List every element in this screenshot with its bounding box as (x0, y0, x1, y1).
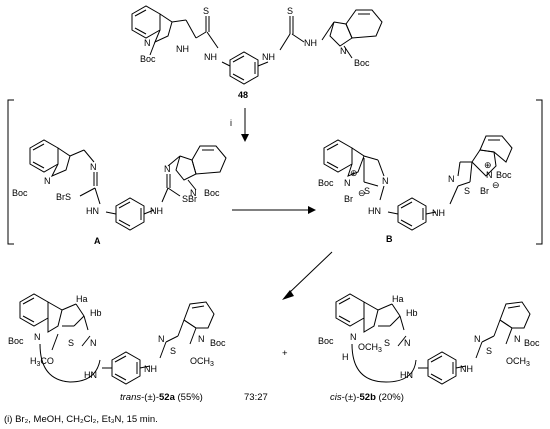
cis-s-left: S (384, 338, 390, 348)
compound-48-nh-4: NH (304, 38, 317, 48)
trans-s-left: S (68, 338, 74, 348)
cis-boc-right: Boc (524, 338, 540, 348)
trans-hn: HN (84, 370, 97, 380)
compound-48-s-right: S (287, 6, 293, 16)
compound-48-boc-right: Boc (354, 58, 370, 68)
intermediate-a-brs: BrS (56, 192, 71, 202)
intermediate-b-nh: NH (432, 208, 445, 218)
intermediate-a-nh: NH (150, 206, 163, 216)
left-bracket (7, 99, 14, 245)
intermediate-a-n-right: N (164, 164, 171, 174)
step-i-marker: i (230, 118, 232, 128)
compound-48-structure (131, 5, 383, 85)
cis-boc-left: Boc (318, 336, 334, 346)
cis-n-thiazoline-right: N (474, 334, 481, 344)
intermediate-b-br-right: Br (480, 186, 489, 196)
cis-n-left: N (350, 332, 357, 342)
intermediate-a-boc-left: Boc (12, 188, 28, 198)
intermediate-b-n-left: N (344, 178, 351, 188)
trans-nh: NH (144, 364, 157, 374)
intermediate-b-structure (323, 135, 513, 231)
cis-n-thiazoline-left: N (404, 338, 411, 348)
intermediate-a-sbr: SBr (182, 194, 197, 204)
compound-48-n-left: N (144, 38, 151, 48)
intermediate-b-anion-left: ⊖ (358, 188, 366, 198)
intermediate-a-boc-right: Boc (204, 188, 220, 198)
intermediate-b-n-thiazoline-right: N (448, 174, 455, 184)
intermediate-b-hn: HN (368, 206, 381, 216)
plus-sign: + (282, 348, 288, 359)
trans-52a-caption: trans-(±)-52a (55%) (120, 392, 203, 403)
intermediate-b-boc-left: Boc (318, 178, 334, 188)
cis-52b-structure (335, 293, 531, 385)
cis-n-right: N (514, 334, 521, 344)
intermediate-b-n-right: N (486, 170, 493, 180)
compound-48-nh-2: NH (204, 52, 217, 62)
trans-och3: OCH3 (190, 356, 214, 368)
intermediate-a-n-indole-left: N (44, 176, 51, 186)
trans-n-left: N (34, 332, 41, 342)
trans-h3co: H3CO (30, 356, 54, 368)
cis-52b-caption: cis-(±)-52b (20%) (330, 392, 404, 403)
trans-boc-left: Boc (8, 336, 24, 346)
intermediate-b-label: B (386, 234, 393, 244)
trans-s-right: S (170, 346, 176, 356)
step-i-arrowhead (241, 134, 249, 142)
cis-hn: HN (400, 370, 413, 380)
product-ratio: 73:27 (244, 392, 268, 403)
intermediate-a-hn: HN (86, 206, 99, 216)
intermediate-b-s-left: S (364, 186, 370, 196)
intermediate-b-anion-right: ⊖ (492, 180, 500, 190)
compound-48-label: 48 (238, 90, 248, 100)
trans-hb: Hb (90, 308, 102, 318)
cis-ha: Ha (392, 294, 404, 304)
trans-ha: Ha (76, 294, 88, 304)
intermediate-b-charge-right: ⊕ (484, 160, 492, 170)
cis-och3-right: OCH3 (506, 356, 530, 368)
cis-s-right: S (486, 346, 492, 356)
intermediate-a-label: A (94, 236, 101, 246)
trans-n-thiazoline-right: N (158, 334, 165, 344)
cis-hb: Hb (406, 308, 418, 318)
trans-boc-right: Boc (210, 338, 226, 348)
intermediate-a-n-left: N (90, 162, 97, 172)
b-to-products-arrow (287, 251, 333, 295)
intermediate-b-s-right: S (464, 186, 470, 196)
compound-48-nh-3: NH (262, 52, 275, 62)
intermediate-a-structure (29, 139, 227, 231)
intermediate-b-charge-left: ⊕ (350, 168, 358, 178)
intermediate-a-n-indole-right: N (190, 188, 197, 198)
trans-n-right: N (198, 334, 205, 344)
compound-48-s-left: S (203, 6, 209, 16)
cis-h: H (342, 352, 349, 362)
intermediate-b-br-left: Br (344, 194, 353, 204)
compound-48-n-right: N (340, 46, 347, 56)
b-to-products-arrowhead (282, 290, 294, 300)
cis-och3: OCH3 (358, 342, 382, 354)
trans-n-thiazoline-left: N (90, 338, 97, 348)
reaction-conditions: (i) Br₂, MeOH, CH₂Cl₂, Et₃N, 15 min. (4, 414, 158, 425)
compound-48-boc-left: Boc (140, 54, 156, 64)
a-to-b-arrowhead (308, 206, 316, 214)
cis-nh: NH (460, 364, 473, 374)
compound-48-nh-1: NH (176, 44, 189, 54)
intermediate-b-boc-right: Boc (496, 170, 512, 180)
intermediate-b-n-thiazoline-left: N (382, 176, 389, 186)
right-bracket (536, 99, 543, 245)
trans-52a-structure (19, 293, 215, 385)
